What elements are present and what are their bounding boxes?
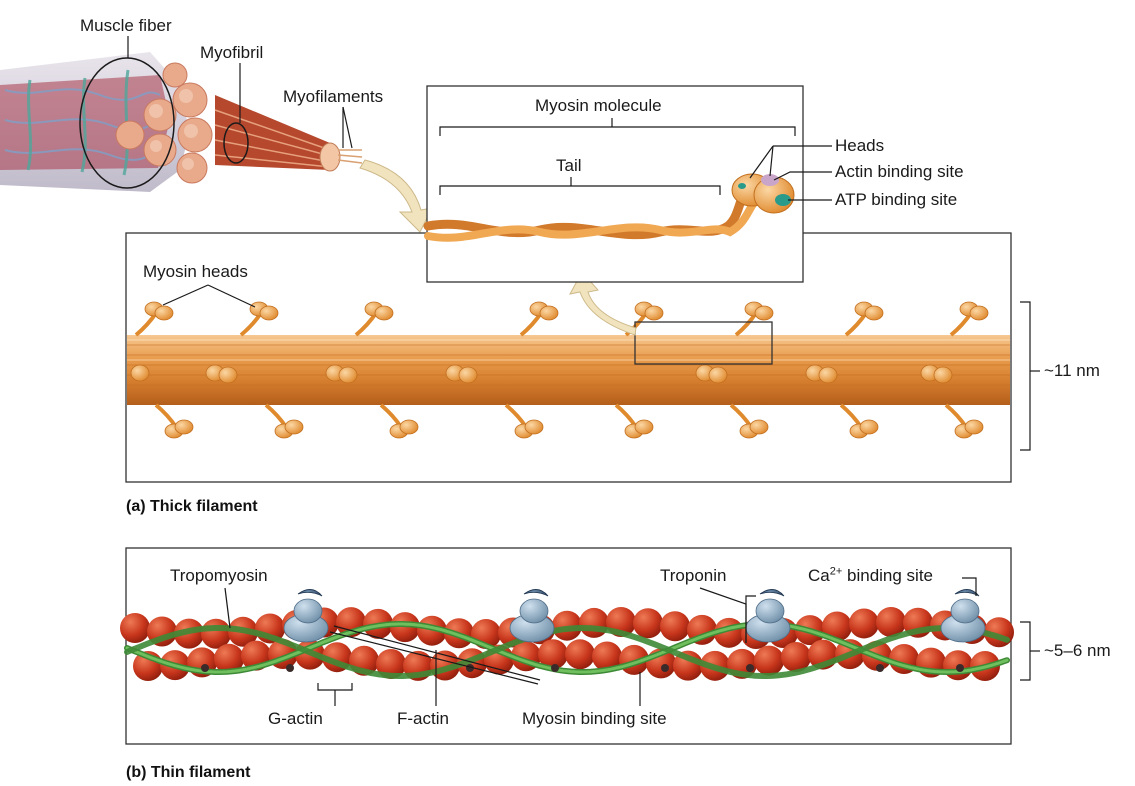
myosin-head-pair (920, 364, 953, 384)
label-tropomyosin: Tropomyosin (170, 566, 268, 585)
g-actin-bead (822, 611, 852, 642)
myosin-head-pair (729, 403, 769, 439)
myosin-binding-dot (746, 664, 754, 672)
troponin-complex (940, 589, 986, 643)
myosin-head-pair (734, 301, 774, 337)
g-actin-bead (390, 612, 420, 643)
myosin-binding-dot (286, 664, 294, 672)
g-actin-bead (538, 639, 568, 670)
myosin-head-pair (154, 403, 194, 439)
thick-filament-rod (127, 335, 1010, 405)
myosin-head-pair (130, 364, 150, 382)
label-f-actin: F-actin (397, 709, 449, 728)
g-actin-bead (754, 645, 784, 676)
g-actin-bead (781, 642, 811, 673)
g-actin-bead (660, 611, 690, 642)
myosin-head-pair (944, 403, 984, 439)
muscle-fiber-illustration (0, 36, 363, 192)
inset-highlight (634, 321, 773, 365)
label-myofibril: Myofibril (200, 43, 264, 62)
myosin-head-pair (614, 403, 654, 439)
label-myosin-heads: Myosin heads (143, 262, 248, 281)
label-myofilaments: Myofilaments (283, 87, 384, 106)
ca-superscript: 2+ (829, 565, 843, 578)
g-actin-bead (592, 641, 622, 672)
myosin-head-pair (695, 364, 728, 384)
g-actin-bead (579, 607, 609, 638)
myosin-binding-sites (201, 664, 964, 672)
label-actin-binding-site: Actin binding site (835, 162, 964, 181)
myosin-head-pair (264, 403, 304, 439)
caption-thin-filament: (b) Thin filament (126, 764, 251, 781)
g-actin-bead (565, 639, 595, 670)
g-actin-bead (376, 649, 406, 680)
label-troponin: Troponin (660, 566, 727, 585)
g-actin-bead (214, 643, 244, 674)
ca-prefix: Ca (808, 566, 830, 585)
myosin-binding-dot (876, 664, 884, 672)
label-thick-diameter: ~11 nm (1044, 361, 1100, 380)
myosin-head-pair (805, 364, 838, 384)
label-tail: Tail (556, 156, 582, 175)
troponin-complex (283, 589, 329, 643)
label-ca-binding-site: Ca2+ binding site (808, 566, 933, 586)
myosin-head-pair (325, 364, 358, 384)
myosin-tail (423, 185, 764, 242)
myosin-head-pair (949, 301, 989, 337)
label-muscle-fiber: Muscle fiber (80, 16, 172, 35)
label-atp-binding-site: ATP binding site (835, 190, 958, 209)
label-myosin-molecule: Myosin molecule (535, 96, 662, 115)
g-actin-bead (849, 608, 879, 639)
caption-thick-filament: (a) Thick filament (126, 498, 258, 515)
myosin-head-pair (445, 364, 478, 384)
ca-suffix: binding site (842, 566, 934, 585)
label-heads: Heads (835, 136, 885, 155)
myosin-head-pair (844, 301, 884, 337)
label-myosin-binding-site: Myosin binding site (522, 709, 667, 728)
g-actin-bead (120, 613, 150, 643)
myosin-heads-group (130, 301, 989, 439)
g-actin-bead (552, 610, 582, 641)
g-actin-bead (876, 607, 906, 638)
zoom-arrow-1 (359, 159, 433, 233)
tropomyosin-strands (124, 621, 1010, 679)
myosin-head-pair (839, 403, 879, 439)
label-g-actin: G-actin (268, 709, 323, 728)
myosin-binding-dot (201, 664, 209, 672)
myosin-head-pair (134, 301, 174, 337)
g-actin-bead (633, 608, 663, 639)
label-thin-diameter: ~5–6 nm (1044, 641, 1111, 660)
myosin-head-pair (239, 301, 279, 337)
myosin-head-pair (354, 301, 394, 337)
myosin-head-pair (504, 403, 544, 439)
myosin-head-pair (379, 403, 419, 439)
troponin-group (283, 589, 986, 643)
myosin-head-pair (624, 301, 664, 337)
myosin-head-pair (519, 301, 559, 337)
troponin-complex (509, 589, 555, 643)
myosin-head-pair (205, 364, 238, 384)
myosin-molecule-heads (731, 173, 795, 214)
myosin-binding-dot (551, 664, 559, 672)
myosin-binding-dot (956, 664, 964, 672)
myosin-binding-dot (661, 664, 669, 672)
